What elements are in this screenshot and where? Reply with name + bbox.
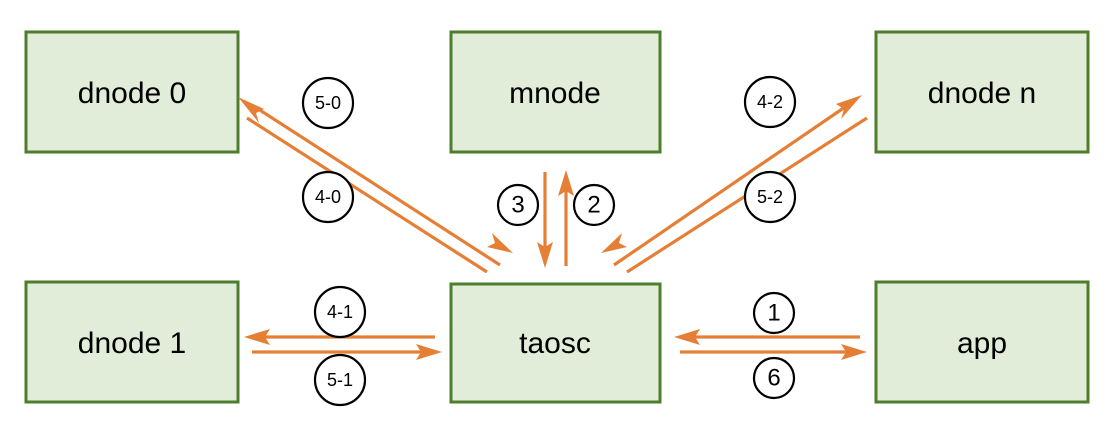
arrowhead-icon [841, 344, 867, 360]
node-app[interactable]: app [874, 280, 1090, 404]
node-box-rect [24, 280, 240, 404]
badge-5-0[interactable]: 5-0 [301, 76, 355, 130]
badge-label: 5-2 [757, 187, 783, 207]
edge-4-0 [246, 116, 513, 274]
badge-label: 4-0 [315, 187, 341, 207]
badge-circle [743, 170, 797, 224]
node-dnode1[interactable]: dnode 1 [24, 280, 240, 404]
node-mnode[interactable]: mnode [449, 30, 662, 154]
badge-label: 1 [767, 299, 780, 326]
badge-circle [313, 285, 367, 339]
arrowhead-icon [836, 95, 862, 119]
node-box-rect [449, 282, 662, 404]
arrowhead-icon [416, 344, 442, 360]
badge-circle [752, 356, 796, 400]
arrowhead-icon [674, 329, 700, 345]
badge-3[interactable]: 3 [496, 183, 540, 227]
node-dnoden[interactable]: dnode n [874, 30, 1090, 154]
node-box-rect [874, 280, 1090, 404]
badge-5-2[interactable]: 5-2 [743, 170, 797, 224]
edge-4-1 [244, 329, 435, 345]
node-box-rect [449, 30, 662, 154]
badge-2[interactable]: 2 [572, 183, 616, 227]
badge-label: 3 [511, 191, 524, 218]
node-box-rect [24, 30, 240, 154]
node-label: dnode 0 [78, 77, 186, 110]
badge-circle [572, 183, 616, 227]
badge-label: 2 [587, 191, 600, 218]
badge-6[interactable]: 6 [752, 356, 796, 400]
badge-label: 5-0 [315, 93, 341, 113]
edge-1 [674, 329, 860, 345]
edge-line [251, 103, 501, 267]
arrowhead-icon [601, 233, 627, 253]
badge-circle [752, 291, 796, 335]
node-label: taosc [519, 327, 591, 360]
badge-5-1[interactable]: 5-1 [313, 353, 367, 407]
arrowhead-icon [238, 97, 264, 123]
edge-5-0 [238, 97, 501, 267]
badge-4-0[interactable]: 4-0 [301, 170, 355, 224]
badge-circle [496, 183, 540, 227]
arrowhead-icon [244, 329, 270, 345]
badge-1[interactable]: 1 [752, 291, 796, 335]
node-dnode0[interactable]: dnode 0 [24, 30, 240, 154]
node-taosc[interactable]: taosc [449, 282, 662, 404]
edge-line [613, 103, 849, 267]
node-label: app [957, 327, 1007, 360]
badge-label: 6 [767, 364, 780, 391]
node-label: mnode [509, 77, 601, 110]
arrowhead-icon [558, 170, 574, 196]
edge-3 [537, 172, 553, 268]
node-box-rect [874, 30, 1090, 154]
edge-line [246, 116, 488, 274]
badge-circle [313, 353, 367, 407]
badge-label: 5-1 [327, 370, 353, 390]
badge-label: 4-1 [327, 302, 353, 322]
badge-circle [301, 76, 355, 130]
badge-circle [743, 75, 797, 129]
node-label: dnode 1 [78, 327, 186, 360]
badge-label: 4-2 [757, 92, 783, 112]
edge-4-2 [613, 95, 862, 267]
edge-6 [680, 344, 867, 360]
badge-circle [301, 170, 355, 224]
badge-4-1[interactable]: 4-1 [313, 285, 367, 339]
node-label: dnode n [928, 77, 1036, 110]
badge-4-2[interactable]: 4-2 [743, 75, 797, 129]
arrowhead-icon [487, 233, 513, 253]
edge-5-1 [252, 344, 442, 360]
edge-2 [558, 170, 574, 266]
arrowhead-icon [537, 242, 553, 268]
